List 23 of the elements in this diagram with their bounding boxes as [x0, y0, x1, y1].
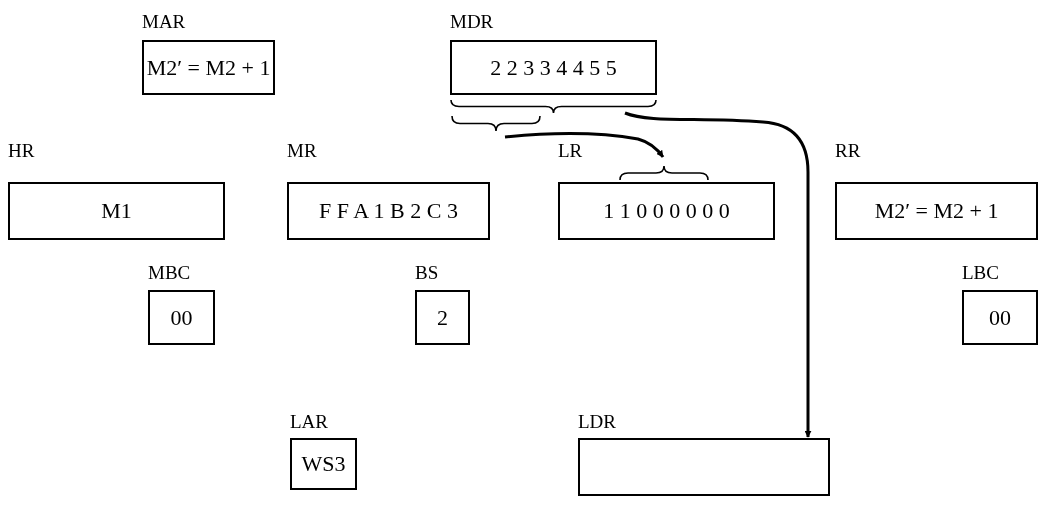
register-field: 2	[415, 290, 470, 345]
register-name: HR	[8, 141, 35, 161]
register-field: 1 1 0 0 0 0 0 0	[558, 182, 775, 240]
register-field: 00	[148, 290, 215, 345]
register-name: MAR	[142, 12, 186, 32]
register-name: LAR	[290, 412, 328, 432]
register-name: LR	[558, 141, 583, 161]
register-field: WS3	[290, 438, 357, 490]
register-field: 00	[962, 290, 1038, 345]
register-field: M2′ = M2 + 1	[835, 182, 1038, 240]
register-name: MBC	[148, 263, 191, 283]
arrow	[504, 132, 665, 158]
register-name: MR	[287, 141, 317, 161]
register-field: M1	[8, 182, 225, 240]
arrow	[624, 111, 812, 438]
register-name: MDR	[450, 12, 494, 32]
register-name: LDR	[578, 412, 616, 432]
register-field: 2 2 3 3 4 4 5 5	[450, 40, 657, 95]
register-name: RR	[835, 141, 861, 161]
register-field: F F A 1 B 2 C 3	[287, 182, 490, 240]
register-name: LBC	[962, 263, 999, 283]
register-name: BS	[415, 263, 439, 283]
register-field: M2′ = M2 + 1	[142, 40, 275, 95]
